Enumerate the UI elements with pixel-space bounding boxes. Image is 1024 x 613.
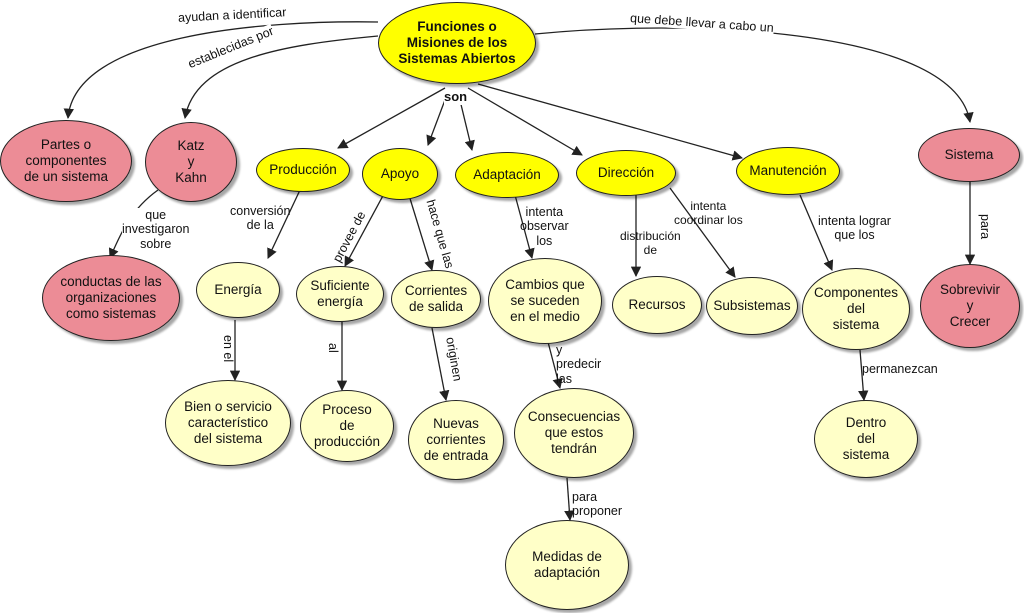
link-label-y-predecir: y predecir las: [556, 343, 602, 386]
cambios-node: Cambios que se suceden en el medio: [488, 258, 602, 344]
link-adaptacion-cambios: [514, 194, 535, 260]
katz-kahn-label: Katz y Kahn: [175, 137, 207, 186]
link-label-al: al: [326, 343, 340, 353]
link-label-para: para: [978, 214, 992, 240]
corrientes-salida-node: Corrientes de salida: [391, 270, 481, 328]
subsistemas-label: Subsistemas: [713, 297, 791, 313]
link-label-intenta-observar: intenta observar los: [520, 205, 569, 248]
link-cambios-consecuencias: [547, 341, 563, 390]
link-label-distribucion: distribución de: [620, 229, 681, 257]
conductas-label: conductas de las organizaciones como sis…: [60, 273, 162, 322]
link-label-intenta-coordinar: intenta coordinar los: [674, 199, 743, 227]
link-son-manutencion: [477, 83, 744, 161]
link-manutencion-componentes: [799, 194, 834, 271]
link-que-debe: [534, 27, 974, 124]
energia-node: Energía: [196, 262, 280, 318]
link-label-intenta-lograr: intenta lograr que los: [818, 214, 891, 243]
dentro-sistema-label: Dentro del sistema: [842, 414, 890, 463]
direccion-node: Dirección: [576, 150, 676, 196]
suficiente-energia-node: Suficiente energía: [296, 266, 384, 322]
bien-servicio-node: Bien o servicio característico del siste…: [165, 380, 291, 466]
corrientes-salida-label: Corrientes de salida: [404, 282, 468, 314]
link-label-conversion: conversión de la: [230, 204, 291, 233]
subsistemas-node: Subsistemas: [706, 277, 798, 335]
medidas-label: Medidas de adaptación: [532, 548, 602, 580]
manutencion-label: Manutención: [749, 162, 827, 178]
energia-label: Energía: [214, 281, 262, 297]
conductas-node: conductas de las organizaciones como sis…: [42, 255, 180, 341]
adaptacion-node: Adaptación: [455, 152, 559, 198]
katz-kahn-node: Katz y Kahn: [145, 122, 237, 202]
apoyo-label: Apoyo: [380, 165, 420, 181]
direccion-label: Dirección: [597, 164, 655, 180]
produccion-label: Producción: [269, 161, 337, 177]
suficiente-energia-label: Suficiente energía: [310, 277, 370, 309]
link-son-produccion: [337, 87, 446, 149]
componentes-label: Componentes del sistema: [813, 284, 899, 333]
main-topic-node: Funciones o Misiones de los Sistemas Abi…: [378, 2, 536, 84]
consecuencias-node: Consecuencias que estos tendrán: [514, 388, 634, 478]
link-label-permanezcan: permanezcan: [862, 362, 938, 376]
link-produccion-energia: [267, 189, 301, 259]
sobrevivir-label: Sobrevivir y Crecer: [939, 281, 1001, 330]
adaptacion-label: Adaptación: [473, 166, 541, 182]
nuevas-corrientes-label: Nuevas corrientes de entrada: [423, 415, 489, 464]
proceso-produccion-node: Proceso de producción: [300, 390, 394, 462]
proceso-produccion-label: Proceso de producción: [313, 401, 381, 450]
main-topic-label: Funciones o Misiones de los Sistemas Abi…: [398, 18, 516, 67]
cambios-label: Cambios que se suceden en el medio: [505, 276, 585, 325]
link-corrientes-nuevas: [431, 327, 450, 402]
sistema-label: Sistema: [944, 146, 994, 162]
recursos-node: Recursos: [612, 276, 702, 334]
recursos-label: Recursos: [628, 296, 686, 312]
link-label-son: son: [444, 89, 468, 105]
link-label-para-proponer: para proponer: [572, 490, 623, 519]
link-establecidas: [181, 35, 379, 120]
link-label-que-investigaron: que investigaron sobre: [122, 208, 190, 252]
link-componentes-dentro: [858, 349, 869, 402]
bien-servicio-label: Bien o servicio característico del siste…: [184, 398, 272, 447]
partes-label: Partes o componentes de un sistema: [23, 136, 109, 185]
link-ayudan: [63, 21, 379, 120]
medidas-node: Medidas de adaptación: [505, 520, 629, 610]
sobrevivir-node: Sobrevivir y Crecer: [920, 264, 1020, 348]
link-apoyo-corrientes: [407, 191, 435, 271]
produccion-node: Producción: [256, 148, 350, 192]
link-son-direccion: [467, 87, 583, 156]
nuevas-corrientes-node: Nuevas corrientes de entrada: [408, 400, 504, 480]
link-direccion-subsistemas: [669, 187, 736, 278]
apoyo-node: Apoyo: [362, 148, 438, 200]
sistema-node: Sistema: [918, 128, 1020, 182]
link-apoyo-suficiente: [344, 191, 386, 267]
componentes-node: Componentes del sistema: [802, 268, 910, 350]
partes-node: Partes o componentes de un sistema: [0, 120, 132, 202]
link-label-en-el: en el: [221, 335, 235, 363]
manutencion-node: Manutención: [736, 147, 840, 195]
link-consecuencias-medidas: [564, 477, 575, 522]
dentro-sistema-node: Dentro del sistema: [814, 400, 918, 478]
consecuencias-label: Consecuencias que estos tendrán: [527, 408, 621, 457]
